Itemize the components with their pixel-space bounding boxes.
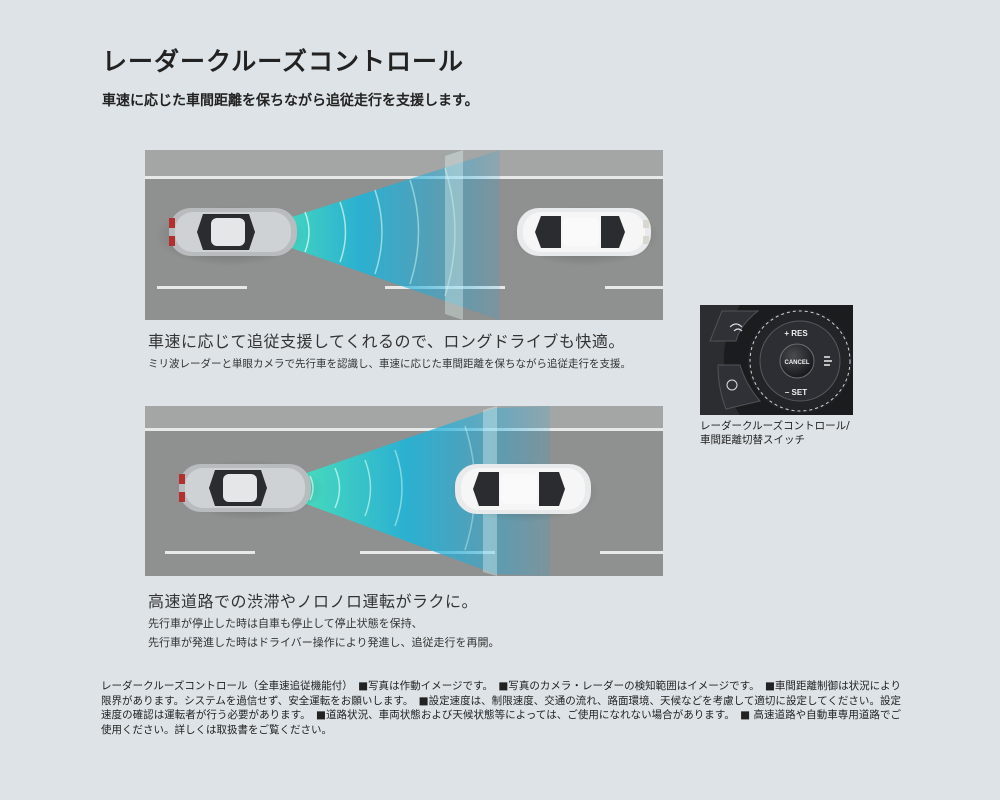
ego-car: [169, 208, 297, 256]
speech-icon: [729, 323, 743, 332]
scene-traffic-jam-description-2: 先行車が発進した時はドライバー操作により発進し、追従走行を再開。: [148, 636, 500, 649]
cancel-button-label: CANCEL: [785, 360, 810, 366]
steering-switch-caption: レーダークルーズコントロール/ 車間距離切替スイッチ: [700, 419, 880, 447]
lead-car: [517, 208, 651, 256]
steering-switch-illustration: CANCEL + RES – SET: [700, 305, 853, 415]
scene-long-drive-image: [145, 150, 663, 320]
scene-traffic-jam-illustration: [145, 406, 663, 576]
lane-assist-icon: [726, 379, 738, 391]
steering-switch-caption-line1: レーダークルーズコントロール/: [700, 420, 850, 432]
page-title: レーダークルーズコントロール: [102, 47, 465, 76]
distance-icon: [824, 356, 832, 366]
set-button-label: – SET: [785, 388, 807, 397]
steering-switch-caption-line2: 車間距離切替スイッチ: [700, 434, 805, 446]
scene-traffic-jam-description-1: 先行車が停止した時は自車も停止して停止状態を保持、: [148, 617, 423, 630]
scene-traffic-jam-caption: 高速道路での渋滞やノロノロ運転がラクに。: [148, 592, 479, 611]
scene-long-drive-caption: 車速に応じて追従支援してくれるので、ロングドライブも快適。: [148, 332, 625, 351]
scene-long-drive-description: ミリ波レーダーと単眼カメラで先行車を認識し、車速に応じた車間距離を保ちながら追従…: [148, 358, 631, 370]
footnote-disclaimer: レーダークルーズコントロール（全車速追従機能付） ■写真は作動イメージです。 ■…: [101, 680, 901, 736]
res-button-label: + RES: [784, 329, 808, 338]
page-subtitle: 車速に応じた車間距離を保ちながら追従走行を支援します。: [102, 93, 479, 109]
scene-traffic-jam-image: [145, 406, 663, 576]
steering-switch-photo: CANCEL + RES – SET: [700, 305, 853, 415]
lead-car: [455, 464, 591, 514]
ego-car: [179, 464, 311, 512]
scene-long-drive-illustration: [145, 150, 663, 320]
